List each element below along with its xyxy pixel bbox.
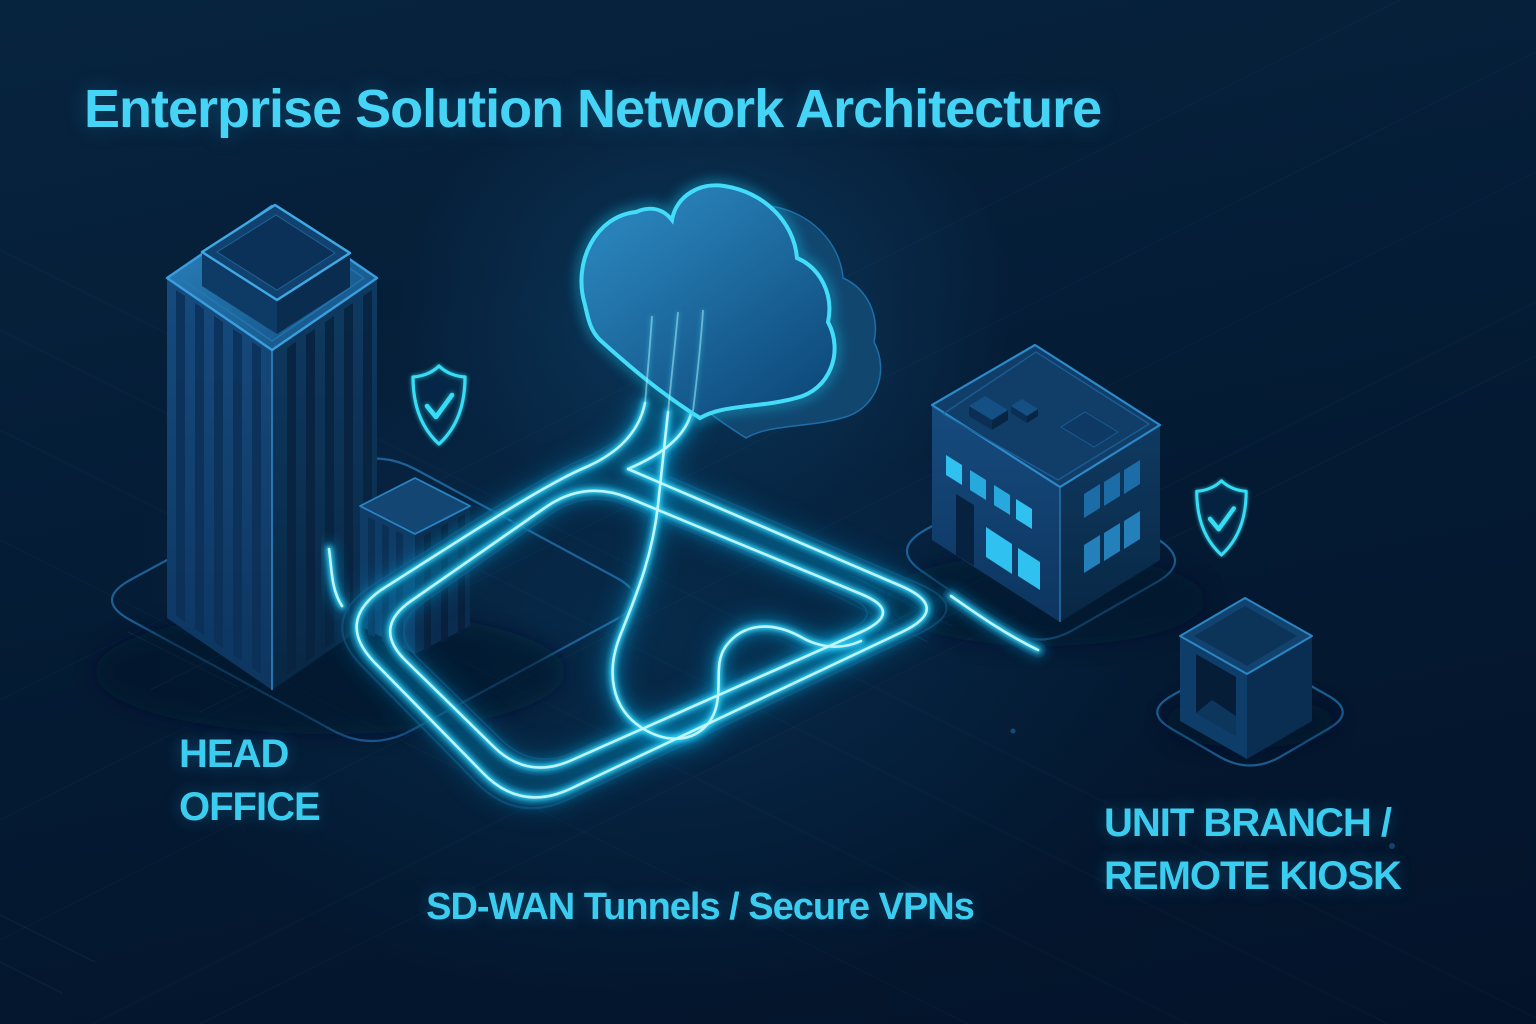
roof-vents <box>969 396 1119 448</box>
branch-building <box>930 343 1162 622</box>
unit-branch-label: UNIT BRANCH / REMOTE KIOSK <box>1104 797 1402 903</box>
cloud-tunnel-stubs <box>643 309 705 414</box>
page-title: Enterprise Solution Network Architecture <box>84 79 1102 139</box>
floor-dots <box>1010 728 1395 849</box>
head-office-label-line2: OFFICE <box>179 785 321 830</box>
branch-shield-check-icon <box>1197 481 1246 555</box>
branch-door <box>956 494 974 566</box>
unit-branch-label-line2: REMOTE KIOSK <box>1104 854 1402 899</box>
tunnels-label: SD-WAN Tunnels / Secure VPNs <box>426 886 975 928</box>
head-office-label: HEAD OFFICE <box>179 728 321 834</box>
head-office-building <box>165 203 379 690</box>
rooftop-structure <box>200 203 352 334</box>
sd-wan-tunnel-loop <box>329 390 1038 808</box>
head-office-shield-check-icon <box>413 366 465 444</box>
branch-windows-left <box>946 455 1040 590</box>
cloud-icon <box>576 180 882 439</box>
head-office-label-line1: HEAD <box>179 732 289 776</box>
unit-branch-label-line1: UNIT BRANCH / <box>1104 801 1392 845</box>
branch-windows-right <box>1084 460 1140 573</box>
remote-kiosk-terminal <box>1179 597 1313 759</box>
